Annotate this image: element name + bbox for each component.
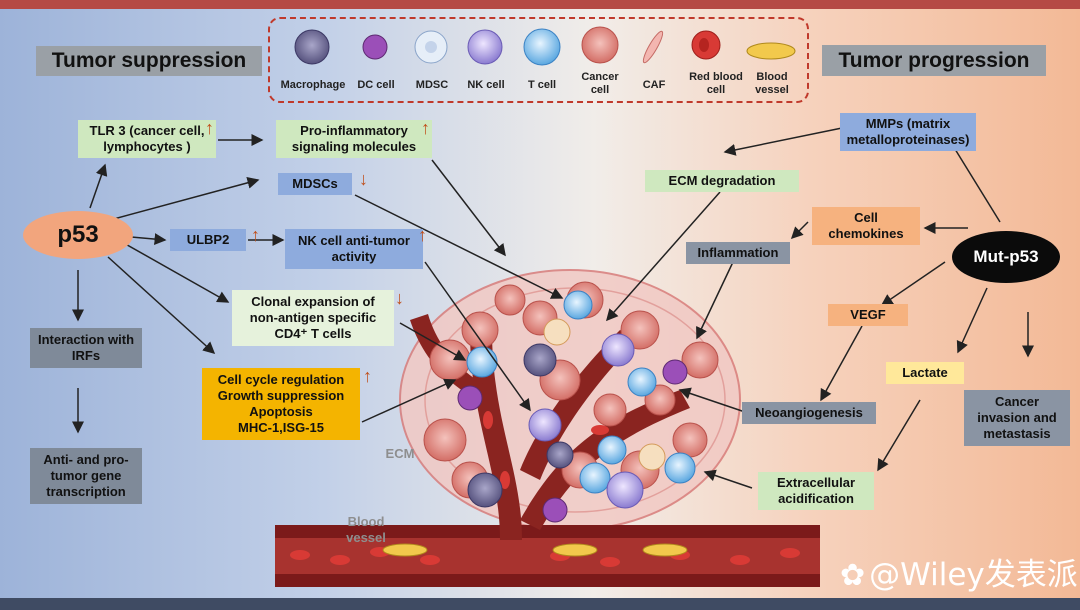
mdsc-icon xyxy=(414,30,448,64)
vegf-box: VEGF xyxy=(828,304,908,326)
t-cell-icon xyxy=(523,28,561,66)
legend-blood-vessel: Blood vessel xyxy=(755,71,789,96)
macrophage-icon xyxy=(294,29,330,65)
legend-caf: CAF xyxy=(642,79,666,91)
bottom-border xyxy=(0,598,1080,610)
proinflammatory-label: Pro-inflammatory signaling molecules xyxy=(291,123,417,154)
arrow-down-icon: ↓ xyxy=(359,169,368,189)
neoangiogenesis-box: Neoangiogenesis xyxy=(742,402,876,424)
cell-cycle-box: Cell cycle regulation Growth suppression… xyxy=(202,367,372,440)
invasion-label: Cancer invasion and metastasis xyxy=(977,394,1057,441)
clonal-expansion-label: Clonal expansion of non-antigen specific… xyxy=(249,294,377,341)
dc-cell-icon xyxy=(362,34,388,60)
ecm-label: ECM xyxy=(385,446,415,461)
clonal-expansion-box: Clonal expansion of non-antigen specific… xyxy=(232,289,404,346)
blood-vessel-label: Blood vessel xyxy=(346,514,386,545)
title-tumor-progression: Tumor progression xyxy=(822,45,1046,76)
transcription-box: Anti- and pro- tumor gene transcription xyxy=(30,448,142,504)
inflammation-box: Inflammation xyxy=(686,242,790,264)
mdscs-box: MDSCs ↓ xyxy=(278,170,368,195)
flower-logo-icon: ✿ xyxy=(840,558,866,593)
legend-mdsc: MDSC xyxy=(415,79,449,91)
arrow-up-icon: ↑ xyxy=(421,118,430,138)
neoangiogenesis-label: Neoangiogenesis xyxy=(755,405,863,420)
caf-icon xyxy=(642,30,664,64)
legend-dc-cell: DC cell xyxy=(357,79,395,91)
legend-cancer-cell: Cancer cell xyxy=(581,71,619,96)
irfs-box: Interaction with IRFs xyxy=(30,328,142,368)
watermark: ✿@Wiley发表派 xyxy=(840,549,1078,594)
cancer-cell-icon xyxy=(581,26,619,64)
mdscs-label: MDSCs xyxy=(292,176,338,191)
legend-icons xyxy=(294,26,796,66)
lactate-label: Lactate xyxy=(902,365,948,380)
mut-p53-node: Mut-p53 xyxy=(952,231,1060,283)
legend-nk-cell: NK cell xyxy=(467,79,505,91)
red-blood-cell-icon xyxy=(691,30,721,60)
ulbp2-label: ULBP2 xyxy=(186,232,230,247)
ulbp2-box: ULBP2 ↑ xyxy=(170,226,260,251)
arrow-up-icon: ↑ xyxy=(363,366,372,386)
tlr3-box: TLR 3 (cancer cell, lymphocytes ) ↑ xyxy=(78,118,216,158)
transcription-label: Anti- and pro- tumor gene transcription xyxy=(43,452,129,499)
lactate-box: Lactate xyxy=(886,362,964,384)
mmps-box: MMPs (matrix metalloproteinases) xyxy=(840,113,976,151)
nk-activity-box: NK cell anti-tumor activity ↑ xyxy=(285,226,427,269)
blood-vessel-icon xyxy=(746,42,796,60)
cell-legend: Macrophage DC cell MDSC NK cell T cell C… xyxy=(268,17,809,103)
legend-red-blood-cell: Red blood cell xyxy=(689,71,743,96)
proinflammatory-box: Pro-inflammatory signaling molecules ↑ xyxy=(276,118,432,158)
legend-t-cell: T cell xyxy=(527,79,557,91)
acidification-box: Extracellular acidification xyxy=(758,472,874,510)
arrow-up-icon: ↑ xyxy=(205,118,214,138)
nk-cell-icon xyxy=(467,29,503,65)
vegf-label: VEGF xyxy=(850,307,886,322)
chemokines-label: Cell chemokines xyxy=(828,210,904,241)
arrow-up-icon: ↑ xyxy=(418,225,427,245)
top-border xyxy=(0,0,1080,9)
mmps-label: MMPs (matrix metalloproteinases) xyxy=(846,116,970,147)
irfs-label: Interaction with IRFs xyxy=(37,332,135,363)
nk-activity-label: NK cell anti-tumor activity xyxy=(298,233,410,264)
cell-cycle-label: Cell cycle regulation Growth suppression… xyxy=(217,372,345,435)
arrow-up-icon: ↑ xyxy=(251,225,260,245)
watermark-text: @Wiley发表派 xyxy=(869,557,1078,593)
invasion-box: Cancer invasion and metastasis xyxy=(964,390,1070,446)
acidification-label: Extracellular acidification xyxy=(776,475,856,506)
ecm-degradation-box: ECM degradation xyxy=(645,170,799,192)
ecm-degradation-label: ECM degradation xyxy=(668,173,776,188)
arrow-down-icon: ↓ xyxy=(395,288,404,308)
p53-node: p53 xyxy=(23,211,133,259)
title-tumor-suppression: Tumor suppression xyxy=(36,46,262,76)
inflammation-label: Inflammation xyxy=(697,245,779,260)
chemokines-box: Cell chemokines xyxy=(812,207,920,245)
tlr3-label: TLR 3 (cancer cell, lymphocytes ) xyxy=(89,123,205,154)
legend-macrophage: Macrophage xyxy=(280,79,346,91)
